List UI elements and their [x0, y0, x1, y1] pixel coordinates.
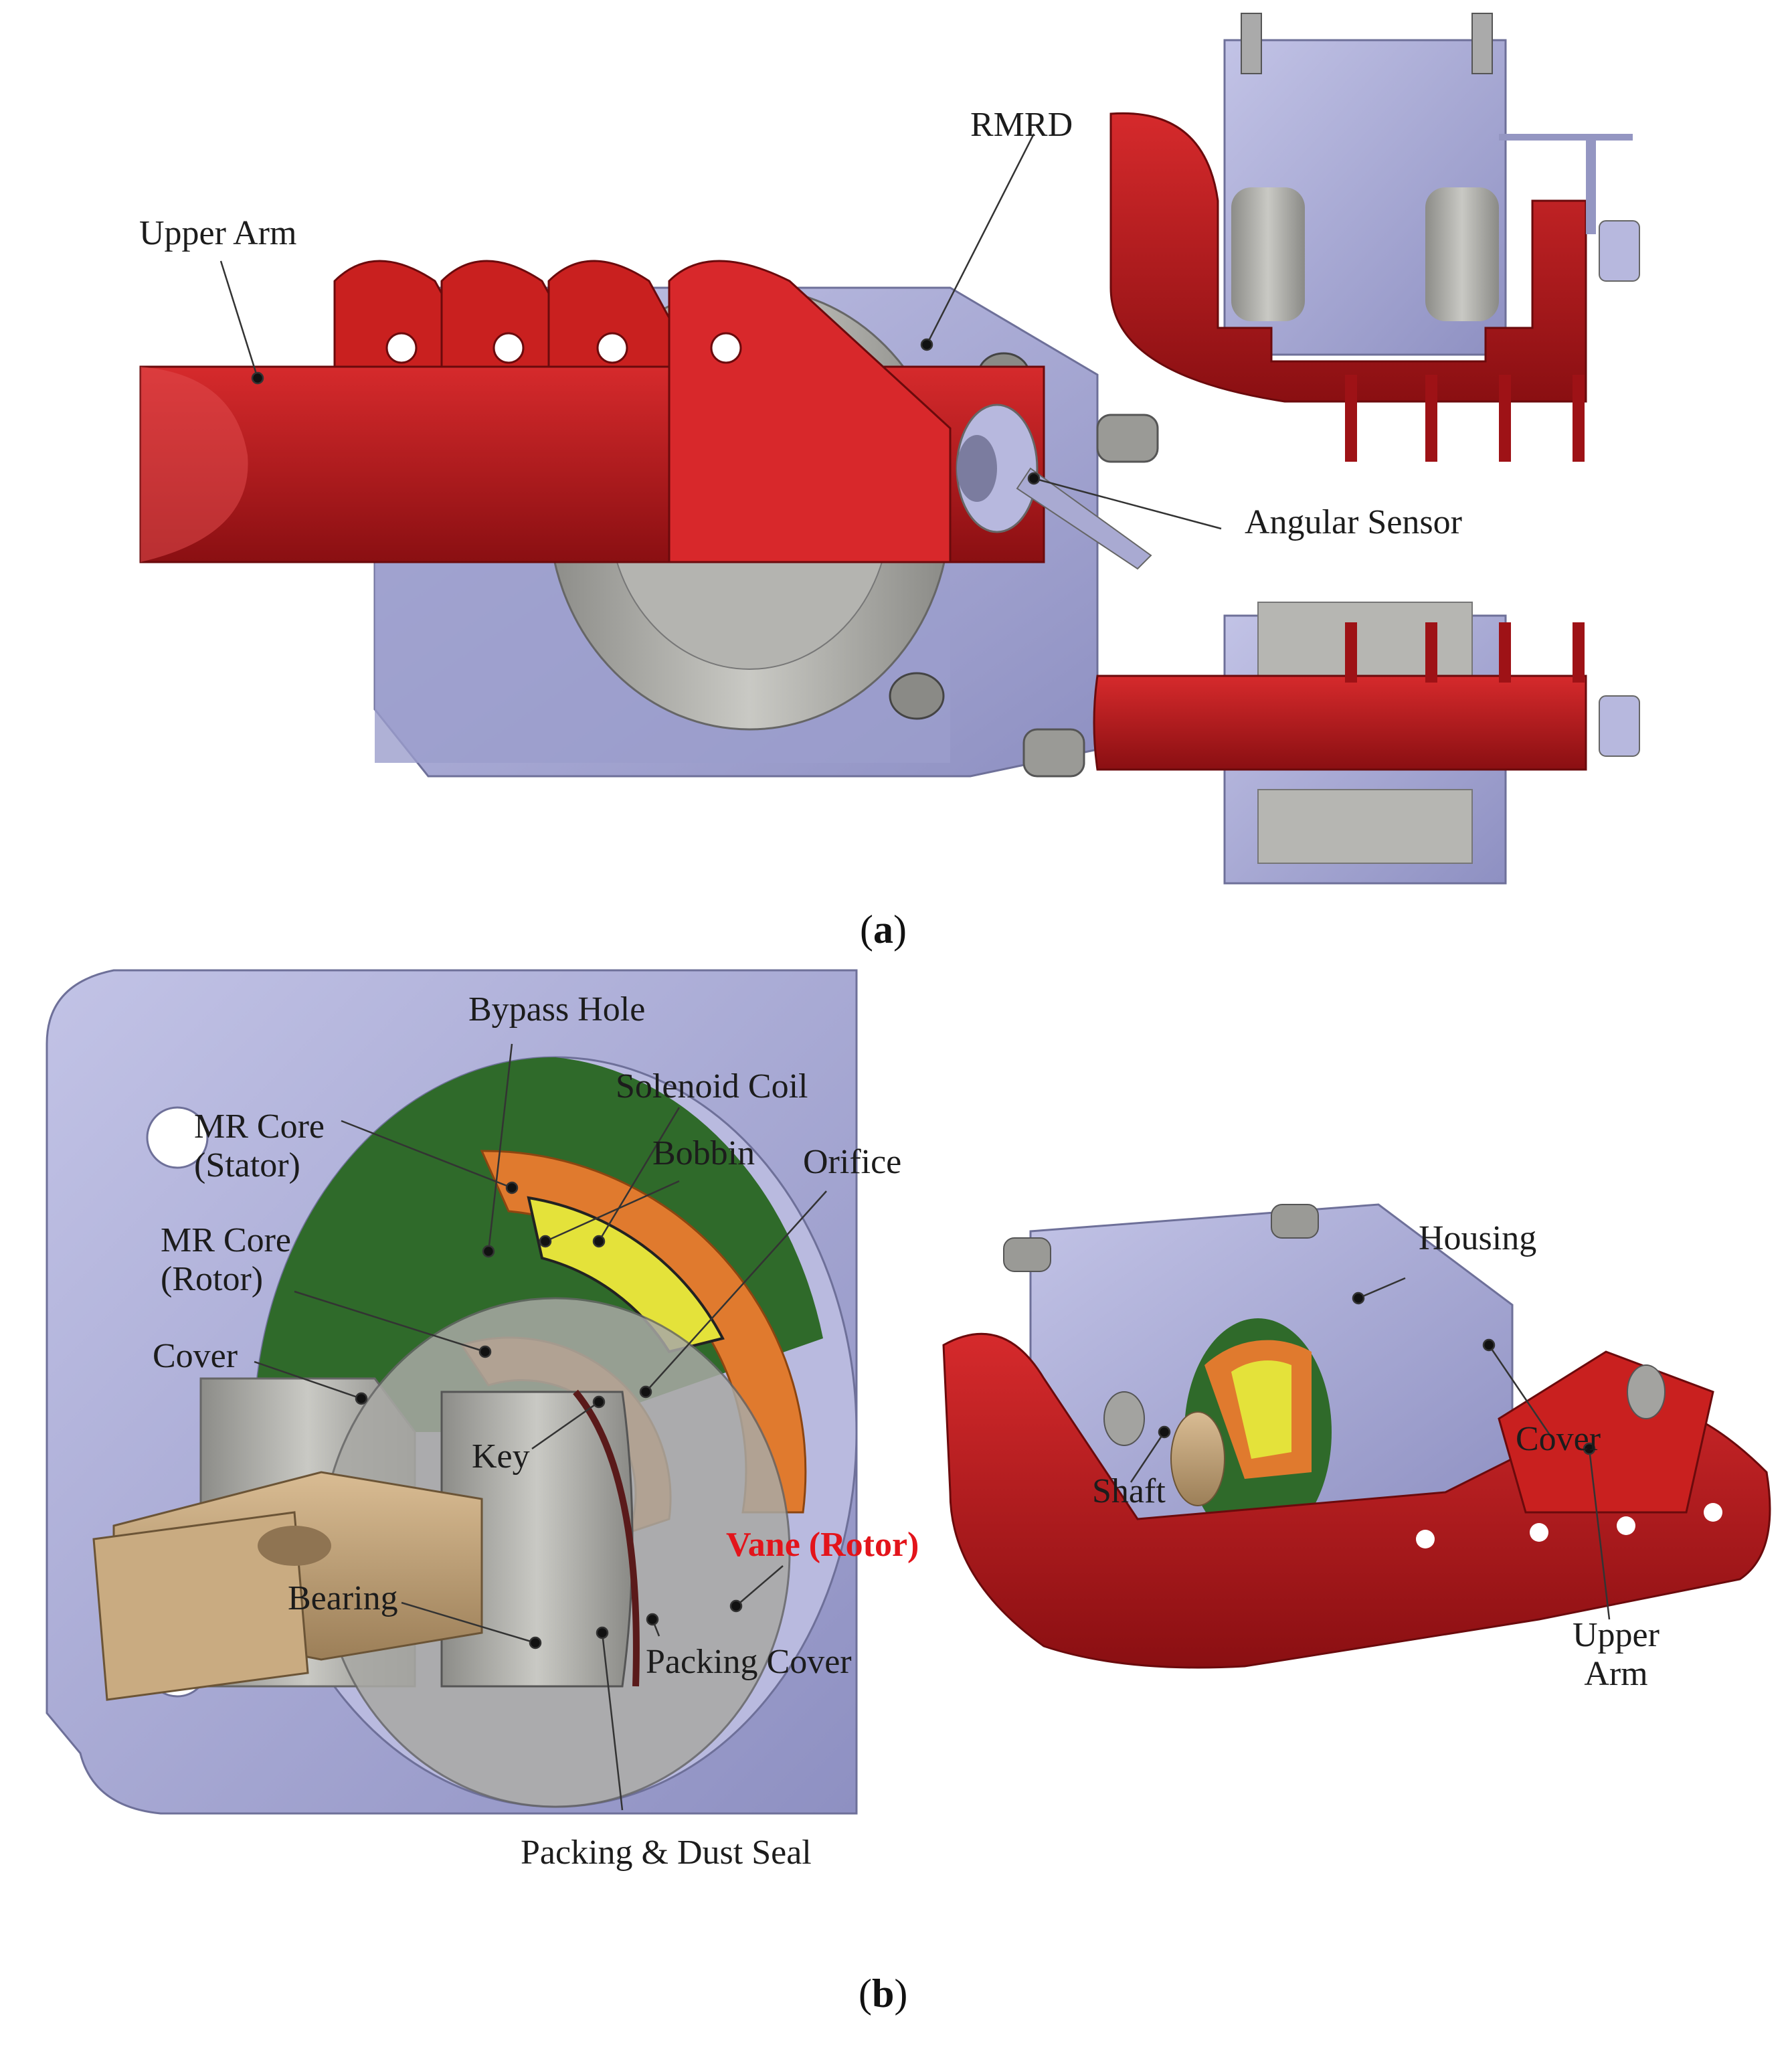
label-orifice: Orifice: [803, 1143, 902, 1181]
label-angular-sensor: Angular Sensor: [1245, 503, 1462, 541]
label-packing-cover: Packing Cover: [646, 1643, 852, 1681]
panel-b-isometric-render: [942, 1203, 1771, 1669]
label-mr-core-stator: MR Core(Stator): [194, 1107, 325, 1185]
panel-a-leader-lines: [219, 133, 1222, 530]
caption-b: (b): [859, 1971, 908, 2016]
label-key: Key: [472, 1437, 530, 1476]
label-cover-left: Cover: [153, 1337, 238, 1375]
label-mr-core-rotor: MR Core(Rotor): [161, 1221, 291, 1299]
label-bearing: Bearing: [288, 1579, 398, 1617]
panel-a-main-damper-render: [139, 260, 1159, 778]
label-vane-rotor: Vane (Rotor): [726, 1526, 919, 1564]
label-solenoid-coil: Solenoid Coil: [616, 1067, 808, 1105]
label-bypass-hole: Bypass Hole: [468, 990, 646, 1029]
label-packing-dust-seal: Packing & Dust Seal: [521, 1834, 812, 1872]
label-housing: Housing: [1419, 1219, 1537, 1257]
panel-b-leader-lines: [254, 1043, 1611, 1811]
label-cover-right: Cover: [1516, 1420, 1601, 1458]
panel-a-top-view-render: [1093, 602, 1640, 885]
caption-a: (a): [860, 907, 907, 952]
label-bobbin: Bobbin: [652, 1134, 755, 1172]
label-shaft: Shaft: [1092, 1472, 1166, 1510]
label-rmrd: RMRD: [970, 106, 1073, 144]
label-upper-arm: Upper Arm: [139, 214, 297, 252]
panel-a-front-view-render: [1109, 13, 1640, 462]
